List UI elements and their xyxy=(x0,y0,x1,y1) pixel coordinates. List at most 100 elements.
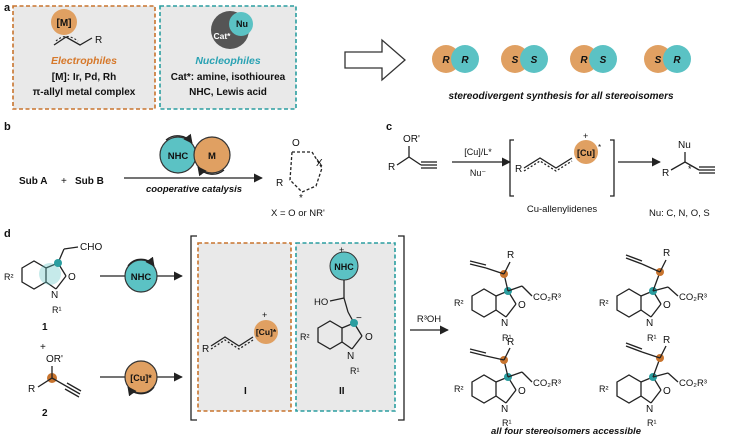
svg-text:*: * xyxy=(688,164,692,174)
svg-text:R¹: R¹ xyxy=(350,366,360,376)
svg-text:R: R xyxy=(202,344,209,355)
svg-text:+: + xyxy=(583,131,588,141)
svg-text:R¹: R¹ xyxy=(647,418,657,428)
electrophiles-line1: [M]: Ir, Pd, Rh xyxy=(52,72,116,83)
svg-text:CO₂R³: CO₂R³ xyxy=(679,378,707,389)
svg-text:CO₂R³: CO₂R³ xyxy=(679,292,707,303)
cu-catalyst-d: [Cu]* xyxy=(124,360,158,397)
pair-4: S R xyxy=(644,45,691,73)
svg-text:CO₂R³: CO₂R³ xyxy=(533,378,561,389)
svg-text:R: R xyxy=(276,178,283,189)
panel-c-start: OR' R xyxy=(388,134,437,173)
svg-text:R²: R² xyxy=(4,272,14,282)
nucleophiles-line2: NHC, Lewis acid xyxy=(189,87,267,98)
svg-text:R²: R² xyxy=(454,384,464,394)
svg-text:OR': OR' xyxy=(403,134,420,145)
panel-c-product: Nu R * xyxy=(662,140,715,179)
svg-text:R²: R² xyxy=(599,298,609,308)
reagent-c-bottom: Nu⁻ xyxy=(470,168,487,178)
svg-text:N: N xyxy=(646,318,653,329)
sub-b: Sub B xyxy=(75,176,104,187)
svg-text:N: N xyxy=(646,404,653,415)
nucleophile-circle xyxy=(229,12,253,36)
svg-text:R: R xyxy=(673,55,681,66)
svg-text:R¹: R¹ xyxy=(647,333,657,343)
svg-text:I: I xyxy=(244,386,247,397)
nucleophile-label: Nu xyxy=(236,19,248,29)
sub-a: Sub A xyxy=(19,176,48,187)
allyl-R: R xyxy=(95,35,102,46)
svg-text:[Cu]*: [Cu]* xyxy=(130,373,152,383)
svg-text:R¹: R¹ xyxy=(502,333,512,343)
svg-text:O: O xyxy=(663,300,671,311)
svg-text:R: R xyxy=(388,162,395,173)
svg-text:N: N xyxy=(501,318,508,329)
svg-text:O: O xyxy=(518,300,526,311)
intermediate-I: R [Cu]* + I xyxy=(197,242,292,412)
panel-c-note: Nu: C, N, O, S xyxy=(649,208,710,219)
panel-b-product: O X R * xyxy=(276,138,323,204)
svg-text:O: O xyxy=(365,332,373,343)
svg-text:OR': OR' xyxy=(46,354,63,365)
product-4: R CO₂R³ O N R¹ R² xyxy=(599,335,707,428)
compound-1: CHO O N R¹ R² 1 xyxy=(4,242,102,333)
svg-text:NHC: NHC xyxy=(334,262,354,272)
svg-text:2: 2 xyxy=(42,408,48,419)
svg-text:S: S xyxy=(655,55,662,66)
svg-text:R: R xyxy=(663,335,670,346)
nucleophiles-box: Cat* Nu Nucleophiles Cat*: amine, isothi… xyxy=(159,5,297,110)
svg-text:CO₂R³: CO₂R³ xyxy=(533,292,561,303)
cooperative-catalysts: NHC M xyxy=(159,133,231,177)
svg-text:N: N xyxy=(347,351,354,362)
panel-d-label: d xyxy=(4,228,11,240)
svg-text:S: S xyxy=(531,55,538,66)
svg-text:O: O xyxy=(68,272,76,283)
allyl-dash xyxy=(55,35,79,42)
panel-a-caption: stereodivergent synthesis for all stereo… xyxy=(448,91,674,102)
svg-text:R: R xyxy=(442,55,450,66)
svg-text:[Cu]: [Cu] xyxy=(577,148,595,158)
product-1: R CO₂R³ O N R¹ R² xyxy=(454,250,561,343)
compound-2: OR' R 2 xyxy=(28,354,82,419)
svg-text:N: N xyxy=(51,290,58,301)
big-arrow xyxy=(344,38,406,82)
nucleophiles-title: Nucleophiles xyxy=(195,55,261,67)
cu-allenylidene: R [Cu] + * xyxy=(509,131,615,197)
svg-text:O: O xyxy=(663,386,671,397)
svg-text:R²: R² xyxy=(454,298,464,308)
svg-text:S: S xyxy=(600,55,607,66)
metal-label-b: M xyxy=(208,151,216,162)
svg-text:O: O xyxy=(518,386,526,397)
metal-circle xyxy=(51,9,77,35)
svg-text:R¹: R¹ xyxy=(502,418,512,428)
nhc-label-b: NHC xyxy=(168,151,189,162)
reagent-d: R³OH xyxy=(417,314,441,325)
svg-text:R: R xyxy=(507,250,514,261)
pair-3: R S xyxy=(570,45,617,73)
panel-b-note: X = O or NR' xyxy=(271,208,325,219)
plus-d: + xyxy=(40,342,46,353)
product-3: R CO₂R³ O N R¹ R² xyxy=(454,337,561,428)
svg-text:−: − xyxy=(356,313,362,324)
intermediate-II: NHC + HO − O N R¹ R² II xyxy=(295,242,396,412)
product-2: R CO₂R³ O N R¹ R² xyxy=(599,248,707,343)
svg-text:R²: R² xyxy=(599,384,609,394)
nhc-catalyst-d: NHC xyxy=(124,256,158,293)
svg-text:N: N xyxy=(501,404,508,415)
metal-label: [M] xyxy=(57,18,72,29)
allyl-chain xyxy=(53,36,93,46)
pair-1: R R xyxy=(432,45,479,73)
svg-text:R¹: R¹ xyxy=(52,305,62,315)
svg-text:CHO: CHO xyxy=(80,242,102,253)
panel-d-caption: all four stereoisomers accessible xyxy=(491,426,642,437)
panel-a-label: a xyxy=(4,2,11,14)
svg-text:*: * xyxy=(299,193,303,204)
svg-text:X: X xyxy=(316,158,323,169)
plus-b: + xyxy=(61,176,67,187)
nucleophiles-line1: Cat*: amine, isothiourea xyxy=(171,72,286,83)
arrow-b-caption: cooperative catalysis xyxy=(146,184,242,195)
pair-2: S S xyxy=(501,45,548,73)
svg-text:+: + xyxy=(339,245,344,255)
catalyst-label: Cat* xyxy=(213,31,231,41)
